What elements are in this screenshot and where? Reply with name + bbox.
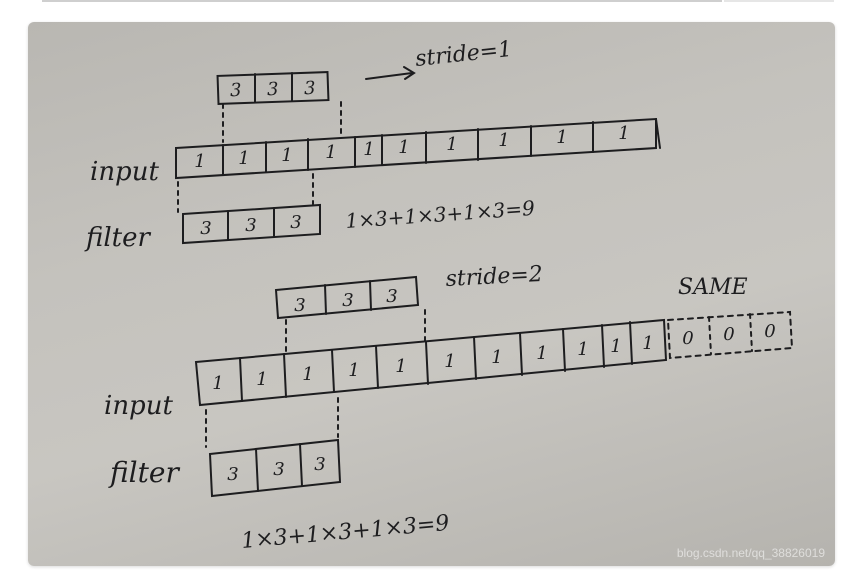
equation-1: 1×3+1×3+1×3=9 xyxy=(345,196,536,233)
input-row-1 xyxy=(175,117,657,180)
cell-value: 1 xyxy=(618,123,629,144)
cell-divider xyxy=(629,321,633,365)
cell-divider xyxy=(283,353,287,398)
pad-value: 0 xyxy=(682,328,693,349)
cell-value: 3 xyxy=(304,78,316,99)
cell-divider xyxy=(375,345,379,389)
sketch-canvas: stride=1 input filter 1×3+1×3+1×3=9 stri… xyxy=(84,37,794,554)
top-divider-right xyxy=(724,0,834,2)
cell-value: 1 xyxy=(398,137,409,158)
cell-value: 1 xyxy=(491,347,502,368)
cell-value: 1 xyxy=(444,351,455,372)
cell-value: 1 xyxy=(212,373,223,394)
cell-divider xyxy=(519,332,523,376)
filter-row-2 xyxy=(208,438,342,498)
cell-value: 1 xyxy=(610,336,621,357)
cell-value: 3 xyxy=(290,212,301,233)
cell-value: 1 xyxy=(302,364,313,385)
cell-divider xyxy=(562,328,566,372)
top-filter-box xyxy=(216,71,330,105)
input-label-1: input xyxy=(90,157,159,187)
cell-value: 3 xyxy=(294,295,305,316)
cell-value: 3 xyxy=(230,80,242,101)
cell-value: 1 xyxy=(395,356,406,377)
padding-divider xyxy=(708,316,712,355)
cell-value: 3 xyxy=(267,79,279,100)
pad-value: 0 xyxy=(723,324,734,345)
cell-value: 1 xyxy=(194,151,205,172)
input-label-2: input xyxy=(104,391,173,421)
cell-divider xyxy=(655,118,661,149)
cell-value: 1 xyxy=(363,139,374,160)
filter-label-1: filter xyxy=(84,223,151,253)
cell-value: 3 xyxy=(200,218,211,239)
cell-divider xyxy=(324,284,327,315)
cell-value: 1 xyxy=(446,134,457,155)
cell-value: 1 xyxy=(642,333,653,354)
cell-divider xyxy=(331,349,335,393)
cell-value: 1 xyxy=(556,127,567,148)
page-top-bar xyxy=(0,0,859,14)
cell-divider xyxy=(239,357,243,402)
cell-divider xyxy=(255,448,259,492)
cell-value: 1 xyxy=(256,369,267,390)
cell-value: 3 xyxy=(342,290,353,311)
cell-value: 1 xyxy=(577,339,588,360)
cell-value: 3 xyxy=(227,464,238,485)
cell-divider xyxy=(425,341,429,385)
watermark: blog.csdn.net/qq_38826019 xyxy=(676,546,825,560)
cell-value: 3 xyxy=(314,454,325,475)
filter-label-2: filter xyxy=(108,456,180,489)
top-divider xyxy=(42,0,722,2)
cell-value: 3 xyxy=(386,286,397,307)
input-row-2 xyxy=(194,318,668,407)
padding-divider xyxy=(749,313,753,352)
equation-2: 1×3+1×3+1×3=9 xyxy=(240,511,450,554)
pad-value: 0 xyxy=(764,321,775,342)
cell-divider xyxy=(473,336,477,380)
cell-divider xyxy=(369,280,372,311)
cell-value: 1 xyxy=(238,148,249,169)
cell-divider xyxy=(299,443,303,487)
cell-value: 3 xyxy=(273,459,284,480)
handwritten-photo: stride=1 input filter 1×3+1×3+1×3=9 stri… xyxy=(28,22,835,566)
cell-value: 1 xyxy=(536,343,547,364)
cell-value: 1 xyxy=(498,130,509,151)
same-label: SAME xyxy=(678,275,748,300)
cell-value: 1 xyxy=(325,142,336,163)
cell-value: 1 xyxy=(281,145,292,166)
arrow-icon xyxy=(365,66,416,80)
cell-value: 3 xyxy=(245,215,256,236)
stride-2-label: stride=2 xyxy=(445,262,543,292)
stride-1-label: stride=1 xyxy=(414,37,513,72)
cell-divider xyxy=(601,324,605,368)
cell-value: 1 xyxy=(348,360,359,381)
